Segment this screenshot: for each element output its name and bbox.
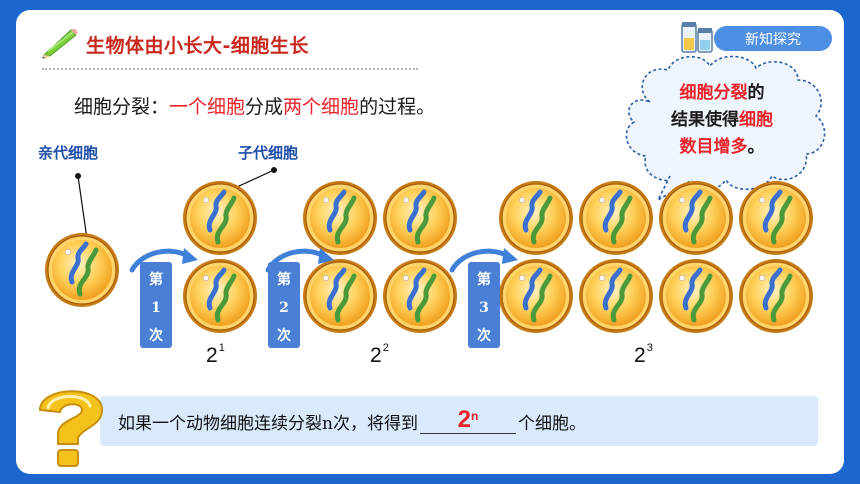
cell-gen1-a	[183, 181, 257, 255]
cell-division-diagram: 第 1 次 第 2 次 第 3 次	[16, 167, 844, 348]
cell-gen2-a	[303, 181, 377, 255]
definition-one-cell: 一个细胞	[169, 96, 246, 118]
cell-gen1-b	[183, 259, 257, 333]
svg-text:1: 1	[151, 300, 161, 316]
power-gen2: 22	[370, 342, 389, 367]
step-box-1: 第 1 次	[140, 262, 172, 348]
cell-gen3-h	[739, 259, 813, 333]
cell-gen2-d	[383, 259, 457, 333]
question-bar	[100, 396, 818, 446]
question-after: 个细胞。	[517, 414, 586, 434]
title-divider	[42, 68, 418, 70]
cloud-text: 细胞分裂的 结果使得细胞 数目增多。	[622, 80, 822, 161]
step-box-3: 第 3 次	[468, 262, 500, 348]
question-mark-icon	[38, 390, 104, 467]
definition-text: 细胞分裂：一个细胞分成两个细胞的过程。	[74, 92, 435, 119]
slide: 生物体由小长大-细胞生长 新知探究 细胞分裂：一个细胞分成两个细胞的过程。 细胞…	[16, 10, 844, 474]
cloud-line-1: 细胞分裂的	[679, 83, 765, 103]
page-title: 生物体由小长大-细胞生长	[86, 34, 309, 57]
answer-value: 2n	[457, 406, 479, 433]
cell-gen3-d	[739, 181, 813, 255]
step-box-2: 第 2 次	[268, 262, 300, 348]
title-bar: 生物体由小长大-细胞生长	[40, 24, 309, 64]
cloud-line-3: 数目增多。	[679, 137, 765, 157]
cell-gen3-f	[579, 259, 653, 333]
svg-text:3: 3	[479, 300, 489, 316]
svg-text:次: 次	[277, 327, 291, 344]
cell-gen3-c	[659, 181, 733, 255]
svg-text:第: 第	[277, 271, 291, 288]
parent-pointer-dot	[75, 173, 81, 179]
cell-gen3-e	[499, 259, 573, 333]
power-gen1: 21	[206, 342, 225, 367]
answer-blank[interactable]: 2n	[419, 406, 516, 434]
section-badge: 新知探究	[714, 26, 832, 51]
definition-prefix: 细胞分裂：	[74, 96, 170, 118]
definition-mid: 分成	[245, 96, 284, 118]
pencil-icon	[42, 29, 78, 59]
svg-text:2: 2	[279, 300, 289, 316]
cell-gen2-c	[303, 259, 377, 333]
parent-cell	[45, 233, 119, 307]
lab-jars-icon	[681, 22, 713, 53]
svg-text:次: 次	[149, 327, 163, 344]
parent-cell-label: 亲代细胞	[38, 144, 99, 162]
cell-gen3-g	[659, 259, 733, 333]
child-pointer-dot	[271, 167, 277, 173]
cell-gen3-a	[499, 181, 573, 255]
svg-text:第: 第	[149, 271, 163, 288]
definition-two-cells: 两个细胞	[283, 96, 360, 118]
cell-gen2-b	[383, 181, 457, 255]
power-gen3: 23	[634, 342, 653, 367]
cell-gen3-b	[579, 181, 653, 255]
cloud-line-2: 结果使得细胞	[671, 110, 773, 130]
svg-text:第: 第	[477, 271, 491, 288]
question-before: 如果一个动物细胞连续分裂n次，将得到	[118, 414, 418, 434]
child-cell-label: 子代细胞	[238, 144, 299, 162]
svg-text:次: 次	[477, 327, 491, 344]
definition-suffix: 的过程。	[359, 96, 436, 118]
question-text: 如果一个动物细胞连续分裂n次，将得到 2n 个细胞。	[118, 406, 586, 434]
